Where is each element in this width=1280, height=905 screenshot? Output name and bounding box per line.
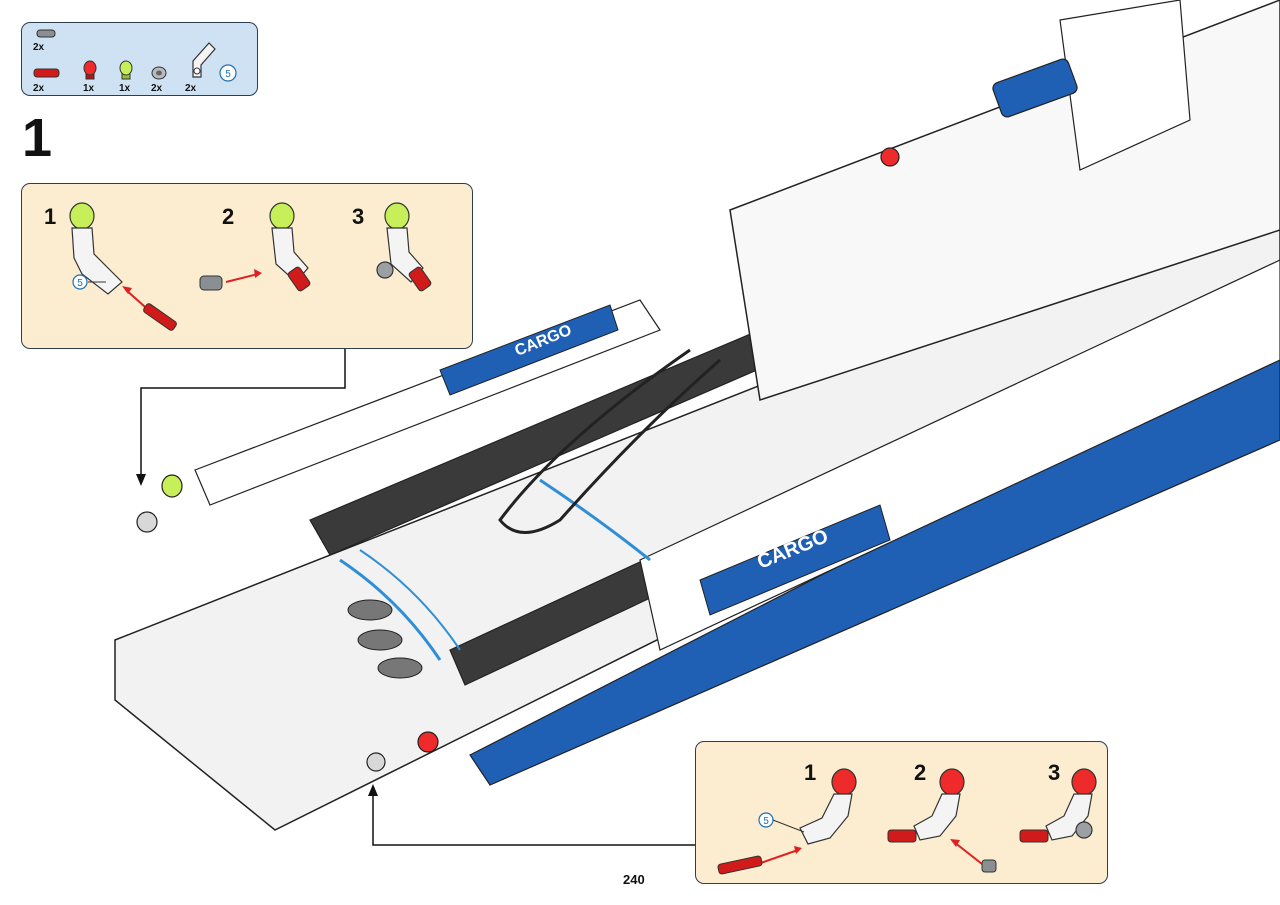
page-number: 240 (623, 872, 645, 887)
substep3-assembly-icon (1019, 768, 1097, 843)
red-light-icon (83, 60, 97, 80)
angle-connector-icon (192, 42, 216, 78)
step-number: 1 (22, 108, 53, 168)
part-qty: 1x (83, 83, 95, 94)
part-qty: 2x (151, 83, 163, 94)
callout-number: 5 (225, 69, 231, 80)
bush-icon (151, 66, 167, 80)
gray-pin-icon (36, 29, 56, 38)
substep-label-2: 2 (222, 204, 235, 229)
part-qty: 2x (185, 83, 197, 94)
substep-label-3: 3 (1048, 760, 1061, 785)
substep-label-1: 1 (44, 204, 57, 229)
red-pin-icon (33, 68, 60, 78)
svg-text:5: 5 (77, 278, 83, 289)
substep-label-2: 2 (914, 760, 927, 785)
substep-label-1: 1 (804, 760, 817, 785)
substep-box-bottom: 1 2 3 5 (695, 741, 1108, 884)
substep-label-3: 3 (352, 204, 365, 229)
substep-box-top: 1 2 3 5 (21, 183, 473, 349)
part-qty: 2x (33, 42, 45, 53)
part-qty: 1x (119, 83, 131, 94)
substep3-assembly-icon (376, 202, 432, 292)
callout-circle-icon: 5 (219, 64, 237, 82)
substep1-assembly-icon: 5 (69, 202, 177, 331)
substep1-assembly-icon: 5 (717, 768, 857, 875)
parts-list-box: 2x 2x 1x 1x 2x 5 2x (21, 22, 258, 96)
substep2-assembly-icon (199, 202, 311, 292)
green-light-icon (119, 60, 133, 80)
svg-text:5: 5 (763, 816, 769, 827)
part-qty: 2x (33, 83, 45, 94)
substep2-assembly-icon (887, 768, 997, 873)
